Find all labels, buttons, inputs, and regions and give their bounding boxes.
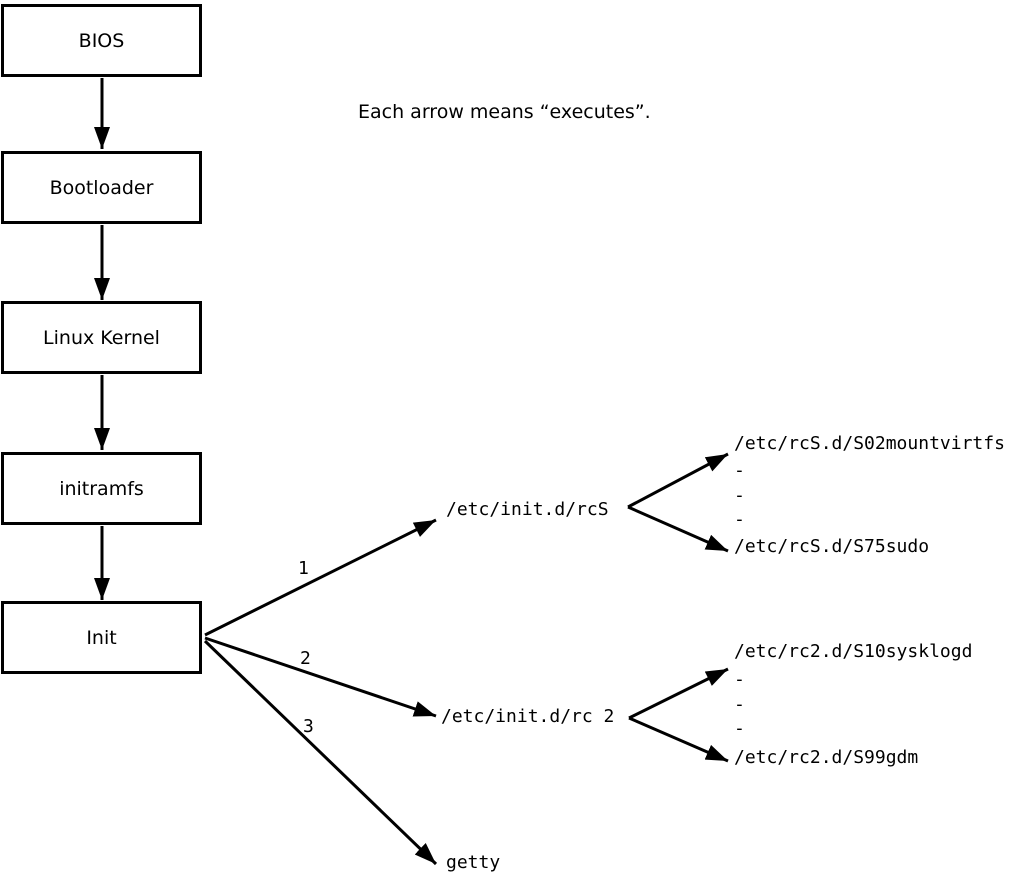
rcs-script-item: /etc/rcS.d/S02mountvirtfs: [734, 433, 1005, 454]
branch-order-label-3: 3: [303, 716, 314, 737]
branch-order-label-2: 2: [300, 648, 311, 669]
rcs-script-item: -: [734, 509, 745, 530]
rc2-script-item: /etc/rc2.d/S10sysklogd: [734, 641, 973, 662]
rc2-script-item: /etc/rc2.d/S99gdm: [734, 747, 919, 768]
getty-label: getty: [446, 852, 501, 873]
rc2-script-item: -: [734, 694, 745, 715]
box-linux-kernel: Linux Kernel: [1, 301, 202, 374]
rc2-script-item: -: [734, 669, 745, 690]
arrow-init-to-getty: [203, 639, 438, 866]
rc2-script-item: -: [734, 718, 745, 739]
box-linux-kernel-label: Linux Kernel: [43, 326, 160, 349]
annotation-text: Each arrow means “executes”.: [358, 101, 651, 123]
branch-order-label-1: 1: [298, 558, 309, 579]
rcs-script-path: /etc/init.d/rcS: [446, 499, 609, 520]
arrow-rc2-to-first-script: [628, 667, 729, 720]
arrow-rcs-to-first-script: [627, 452, 729, 509]
box-bios: BIOS: [1, 4, 202, 77]
box-init: Init: [1, 601, 202, 674]
rc2-script-path: /etc/init.d/rc 2: [441, 706, 615, 727]
box-bootloader: Bootloader: [1, 151, 202, 224]
rcs-script-item: -: [734, 460, 745, 481]
box-initramfs-label: initramfs: [59, 477, 144, 500]
arrow-rc2-to-last-script: [628, 716, 729, 763]
box-initramfs: initramfs: [1, 452, 202, 525]
rcs-script-item: /etc/rcS.d/S75sudo: [734, 536, 930, 557]
box-init-label: Init: [86, 626, 117, 649]
arrow-init-to-rc2: [204, 636, 437, 718]
box-bootloader-label: Bootloader: [49, 176, 154, 199]
rcs-script-item: -: [734, 485, 745, 506]
box-bios-label: BIOS: [78, 29, 125, 52]
arrow-rcs-to-last-script: [627, 505, 729, 553]
arrow-init-to-rcs: [204, 518, 437, 637]
